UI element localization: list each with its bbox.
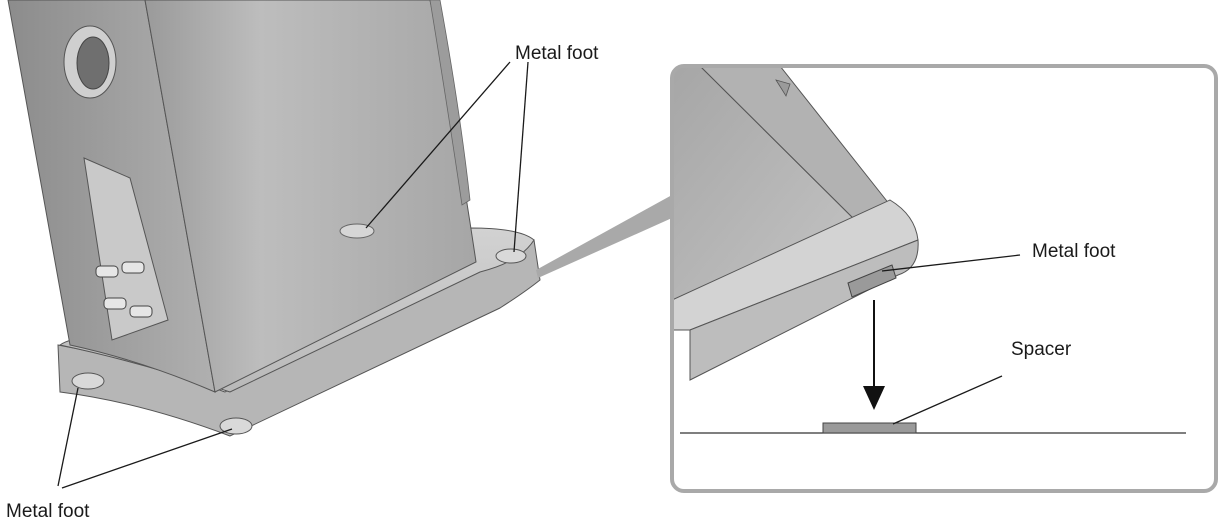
label-metal-foot-inset: Metal foot (1032, 241, 1116, 262)
speaker-main (7, 0, 541, 437)
terminal-panel (83, 157, 169, 341)
leader-lines (57, 61, 1021, 489)
spacer-disk (822, 422, 917, 434)
inset-metal-foot (847, 264, 897, 298)
zoom-connector (536, 195, 672, 278)
inset-base-front (689, 239, 919, 381)
inset-frame (670, 64, 1218, 493)
label-spacer: Spacer (1011, 339, 1072, 360)
bass-port (63, 25, 117, 99)
inset-zoom (670, 64, 1218, 493)
label-metal-foot-top: Metal foot (515, 43, 599, 64)
metal-foot-rear-mark (339, 223, 375, 239)
label-metal-foot-bottom: Metal foot (6, 501, 90, 522)
binding-posts (95, 261, 153, 318)
down-arrow-icon (863, 386, 885, 410)
metal-foot-left (71, 372, 105, 390)
metal-foot-right (495, 248, 527, 264)
